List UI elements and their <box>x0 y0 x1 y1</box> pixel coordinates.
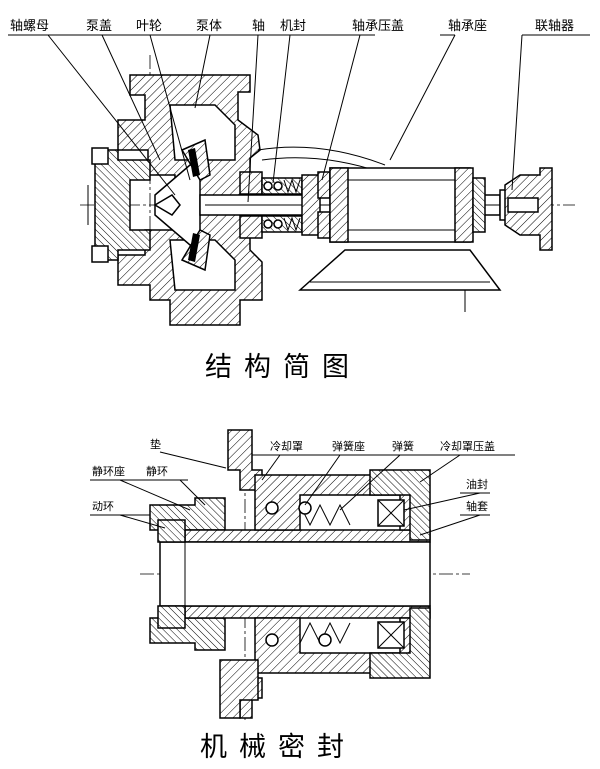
label-impeller: 叶轮 <box>136 19 162 34</box>
label-shaft: 轴 <box>252 19 265 34</box>
caption-mechanical-seal: 机械密封 <box>200 732 356 763</box>
coupling <box>504 167 553 251</box>
label-spring: 弹簧 <box>392 439 414 453</box>
label-mechanical-seal: 机封 <box>280 19 306 34</box>
label-gasket: 垫 <box>150 437 161 451</box>
top-labels: 轴螺母 泵盖 叶轮 泵体 轴 机封 轴承压盖 轴承座 联轴器 <box>10 19 574 34</box>
label-pump-body: 泵体 <box>196 19 222 34</box>
label-static-ring-seat: 静环座 <box>92 464 125 478</box>
bracket <box>257 146 386 236</box>
pump-structure-diagram: 轴螺母 泵盖 叶轮 泵体 轴 机封 轴承压盖 轴承座 联轴器 结构简图 <box>8 19 590 383</box>
label-static-ring: 静环 <box>146 464 168 478</box>
pump-cover <box>87 147 151 263</box>
label-shaft-sleeve: 轴套 <box>466 499 488 513</box>
label-impeller-nut: 轴螺母 <box>10 19 49 34</box>
label-oil-seal: 油封 <box>466 477 488 491</box>
label-spring-seat: 弹簧座 <box>332 439 365 453</box>
label-bearing-seat: 轴承座 <box>448 19 487 34</box>
label-cooling-cover-gland: 冷却罩压盖 <box>440 439 495 453</box>
oil-seal <box>377 499 405 649</box>
label-bearing-cover: 轴承压盖 <box>352 19 404 34</box>
label-rotating-ring: 动环 <box>92 500 114 513</box>
top-leader-lines <box>47 34 523 203</box>
label-coupling: 联轴器 <box>535 19 574 34</box>
label-cooling-cover: 冷却罩 <box>270 440 303 453</box>
mechanical-seal <box>239 171 303 239</box>
bearing-seat <box>298 167 502 312</box>
impeller <box>153 138 211 272</box>
caption-structure: 结构简图 <box>205 352 361 383</box>
mechanical-seal-diagram: 垫 冷却罩 弹簧座 弹簧 冷却罩压盖 静环座 静环 油封 动环 轴套 机械密封 <box>90 429 515 763</box>
label-pump-cover: 泵盖 <box>86 19 112 34</box>
bottom-leader-lines <box>119 451 481 536</box>
bottom-labels: 垫 冷却罩 弹簧座 弹簧 冷却罩压盖 静环座 静环 油封 动环 轴套 <box>92 437 495 513</box>
